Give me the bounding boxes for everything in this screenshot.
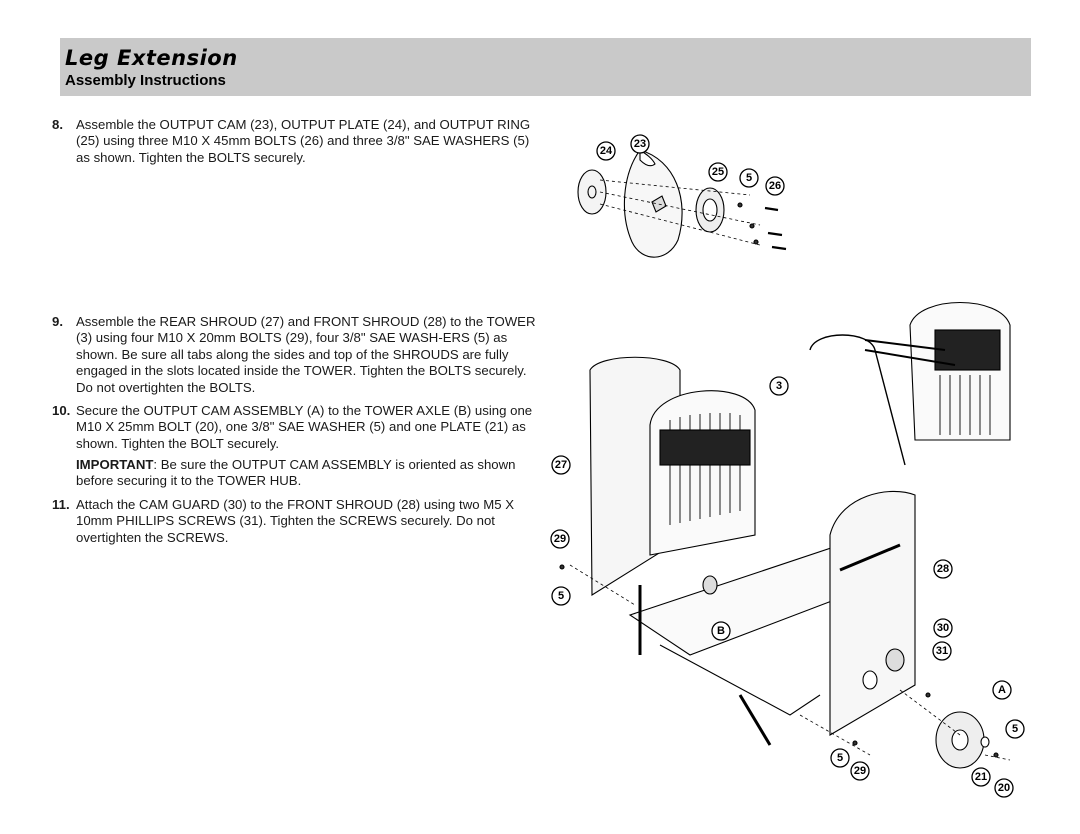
- callout-20: 20: [994, 778, 1014, 798]
- svg-text:27: 27: [555, 459, 567, 471]
- figure-output-cam-assembly: 24 23 25 5 26: [577, 134, 787, 258]
- callout-30: 30: [933, 618, 953, 638]
- callout-25: 25: [708, 162, 728, 182]
- svg-text:23: 23: [634, 138, 646, 150]
- callout-5-right: 5: [1005, 719, 1025, 739]
- svg-text:5: 5: [1012, 723, 1018, 735]
- svg-text:26: 26: [769, 180, 781, 192]
- svg-text:B: B: [717, 625, 725, 637]
- svg-text:28: 28: [937, 563, 949, 575]
- callout-28: 28: [933, 559, 953, 579]
- step-text: Attach the CAM GUARD (30) to the FRONT S…: [76, 497, 515, 545]
- important-label: IMPORTANT: [76, 457, 154, 472]
- page-subtitle: Assembly Instructions: [65, 72, 226, 89]
- callout-5-bottom: 5: [830, 748, 850, 768]
- svg-text:31: 31: [936, 645, 948, 657]
- callout-3: 3: [769, 376, 789, 396]
- callout-5: 5: [551, 586, 571, 606]
- svg-text:29: 29: [854, 765, 866, 777]
- callout-29: 29: [550, 529, 570, 549]
- svg-text:5: 5: [746, 172, 752, 184]
- svg-text:29: 29: [554, 533, 566, 545]
- svg-text:5: 5: [837, 752, 843, 764]
- callout-29-bottom: 29: [850, 761, 870, 781]
- front-shroud-shape: [829, 490, 916, 736]
- output-plate-shape: [577, 169, 607, 215]
- svg-text:21: 21: [975, 771, 987, 783]
- svg-text:30: 30: [937, 622, 949, 634]
- page-title: Leg Extension: [65, 46, 238, 70]
- svg-text:5: 5: [558, 590, 564, 602]
- step-number: 8.: [52, 117, 63, 132]
- callout-26: 26: [765, 176, 785, 196]
- callout-23: 23: [630, 134, 650, 154]
- step-number: 9.: [52, 314, 63, 329]
- svg-text:A: A: [998, 684, 1006, 696]
- callout-27: 27: [551, 455, 571, 475]
- step-number: 11.: [52, 497, 70, 512]
- tower-shape: [649, 390, 756, 556]
- important-text: : Be sure the OUTPUT CAM ASSEMBLY is ori…: [76, 457, 516, 489]
- page-header: Leg Extension Assembly Instructions: [60, 38, 1031, 96]
- step-text: Assemble the REAR SHROUD (27) and FRONT …: [76, 314, 536, 395]
- step-text: Secure the OUTPUT CAM ASSEMBLY (A) to th…: [76, 403, 533, 451]
- callout-5: 5: [739, 168, 759, 188]
- figure-tower-shroud-assembly: 3 27 29 5 B 28 30 31 A 5 21 20 5 29: [550, 301, 1025, 798]
- svg-text:24: 24: [600, 145, 613, 157]
- callout-31: 31: [932, 641, 952, 661]
- svg-text:20: 20: [998, 782, 1010, 794]
- callout-21: 21: [971, 767, 991, 787]
- callout-24: 24: [596, 141, 616, 161]
- svg-text:3: 3: [776, 380, 782, 392]
- step-number: 10.: [52, 403, 71, 418]
- callout-B: B: [711, 621, 731, 641]
- callout-A: A: [992, 680, 1012, 700]
- svg-text:25: 25: [712, 166, 724, 178]
- step-text: Assemble the OUTPUT CAM (23), OUTPUT PLA…: [76, 117, 531, 165]
- important-note: IMPORTANT: Be sure the OUTPUT CAM ASSEMB…: [76, 457, 526, 490]
